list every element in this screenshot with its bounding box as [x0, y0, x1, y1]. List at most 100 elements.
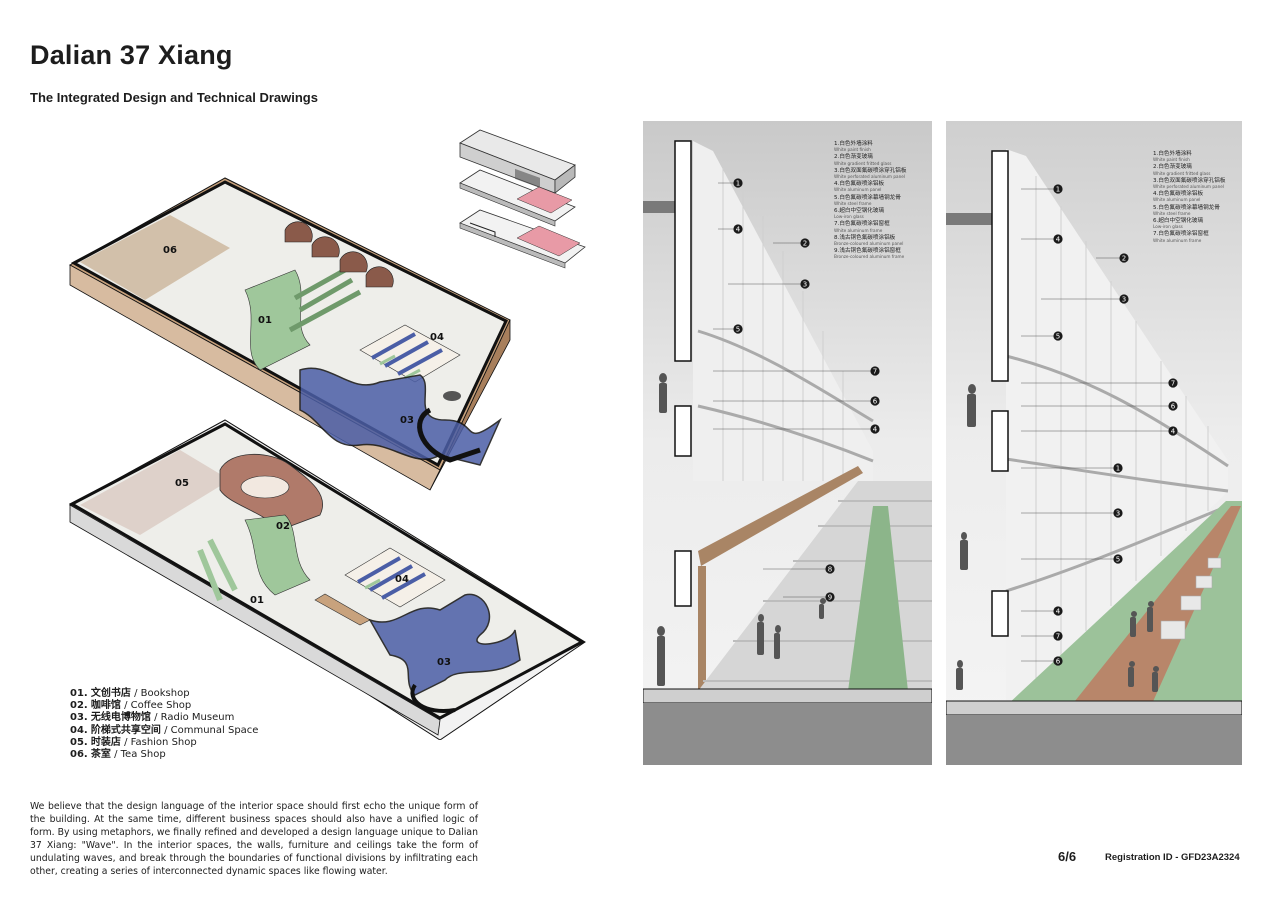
exploded-axon-diagram — [459, 129, 586, 269]
upper-label-museum: 03 — [400, 415, 414, 426]
wood-walkway — [1071, 506, 1241, 706]
axonometric-floor-plans: 06 01 04 03 05 02 04 01 03 — [68, 177, 586, 740]
page-title: Dalian 37 Xiang — [30, 40, 233, 70]
section-2-callout-number: 6 — [1056, 657, 1061, 665]
legend-item: 01. 文创书店 / Bookshop — [70, 688, 190, 699]
section-2-callout-marker — [1053, 606, 1063, 616]
section-1-callout-number: 9 — [828, 593, 832, 601]
section-1-callout-number: 4 — [873, 425, 878, 433]
upper-floor-plan: 06 01 04 03 — [68, 177, 511, 491]
section-2-callout-marker — [1168, 426, 1178, 436]
section-1-callout-number: 8 — [828, 565, 832, 573]
section-2-callout-number: 4 — [1056, 235, 1061, 243]
lower-museum-curve — [410, 683, 456, 713]
section-2-callout-number: 3 — [1116, 509, 1120, 517]
lower-label-fashion: 05 — [175, 478, 189, 489]
section-1-callout-number: 7 — [873, 367, 877, 375]
upper-cafe-booths — [284, 221, 394, 288]
section-2-callout-marker — [1119, 294, 1129, 304]
upper-bookshop-shelves — [244, 269, 311, 371]
section-2-callout-marker — [1113, 463, 1123, 473]
section-2-callout-number: 5 — [1116, 555, 1120, 563]
upper-tearoom-zone — [80, 215, 230, 300]
facade-fins — [722, 161, 844, 481]
lower-label-bookshop: 01 — [250, 595, 264, 606]
section-2-callout-number: 7 — [1056, 632, 1060, 640]
section-2-callout-marker — [1053, 234, 1063, 244]
lower-floor-plan: 05 02 04 01 03 — [68, 419, 586, 740]
upper-label-communal: 04 — [430, 332, 444, 343]
section-2-callout-number: 3 — [1122, 295, 1126, 303]
section-1-callout-marker — [733, 224, 743, 234]
section-1-callout-number: 4 — [736, 225, 741, 233]
section-1-callout-marker — [800, 238, 810, 248]
design-description: We believe that the design language of t… — [30, 801, 478, 877]
bronze-canopy — [698, 466, 863, 566]
section-1-callout-marker — [733, 178, 743, 188]
section-2-callout-number: 2 — [1122, 254, 1126, 262]
facade-section-1 — [643, 121, 932, 765]
people-silhouettes — [956, 384, 1159, 692]
section-1-callout-number: 1 — [736, 179, 740, 187]
planting-strip — [848, 506, 908, 691]
lower-label-cafe: 02 — [276, 521, 290, 532]
section-2-callout-marker — [1053, 631, 1063, 641]
axon-roof-level — [459, 129, 576, 194]
legend-item: 03. 无线电博物馆 / Radio Museum — [70, 712, 235, 724]
section-1-callout-marker — [800, 279, 810, 289]
section-1-callout-number: 3 — [803, 280, 807, 288]
page-subtitle: The Integrated Design and Technical Draw… — [30, 90, 318, 105]
facade-section-2-drawing — [946, 121, 1242, 765]
upper-blue-wave-wall — [299, 367, 502, 466]
section-2-callout-marker — [1053, 184, 1063, 194]
section-2-callout-marker — [1113, 554, 1123, 564]
registration-id: Registration ID - GFD23A2324 — [1105, 852, 1240, 863]
section-2-callout-number: 4 — [1171, 427, 1176, 435]
section-2-callout-marker — [1119, 253, 1129, 263]
facade-section-2 — [946, 121, 1242, 765]
lower-label-museum: 03 — [437, 657, 451, 668]
section-1-callout-marker — [733, 324, 743, 334]
legend-item: 05. 时装店 / Fashion Shop — [70, 736, 197, 748]
legend-item: 04. 阶梯式共享空间 / Communal Space — [70, 724, 259, 736]
section-2-callout-marker — [1168, 401, 1178, 411]
upper-label-tea: 06 — [163, 245, 177, 256]
legend-item: 06. 茶室 / Tea Shop — [70, 749, 166, 761]
section-2-callout-number: 4 — [1056, 607, 1061, 615]
section-2-callout-marker — [1053, 656, 1063, 666]
upper-label-bookshop: 01 — [258, 315, 272, 326]
section-1-callout-marker — [825, 564, 835, 574]
section-2-callout-number: 6 — [1171, 402, 1176, 410]
section-1-callout-number: 6 — [873, 397, 878, 405]
section-2-callout-number: 1 — [1116, 464, 1120, 472]
lower-fashion-zone — [80, 450, 230, 535]
grass-ground — [1006, 501, 1242, 706]
section-1-callout-marker — [870, 366, 880, 376]
section-2-callout-number: 7 — [1171, 379, 1175, 387]
section-1-callout-number: 2 — [803, 239, 807, 247]
section-1-callout-marker — [870, 396, 880, 406]
axon-floor-2 — [459, 169, 576, 227]
section-2-callout-marker — [1113, 508, 1123, 518]
planters — [1160, 557, 1222, 640]
lower-label-communal: 04 — [395, 574, 409, 585]
people-silhouettes — [657, 373, 826, 686]
section-2-callout-number: 1 — [1056, 185, 1060, 193]
